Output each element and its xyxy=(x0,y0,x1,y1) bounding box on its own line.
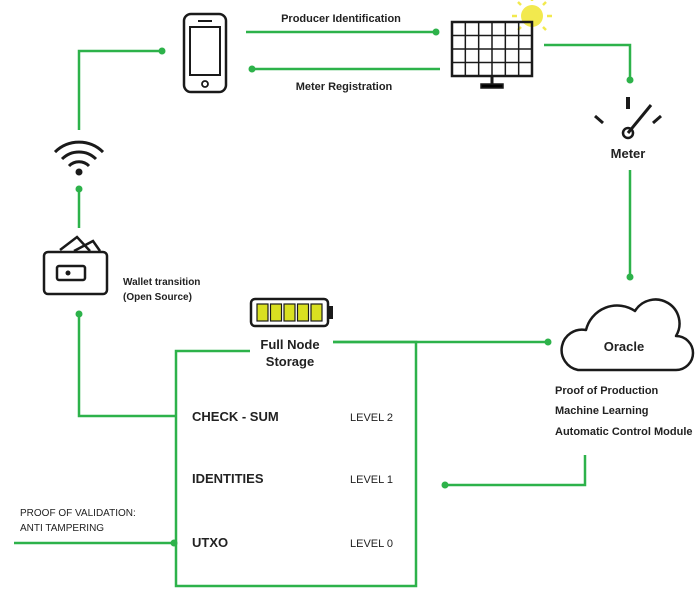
label-wallet-line2: (Open Source) xyxy=(123,292,192,303)
connector-dot xyxy=(441,481,449,489)
level-number-2: LEVEL 2 xyxy=(350,412,393,424)
label-validation-line1: PROOF OF VALIDATION: xyxy=(20,508,136,519)
label-meter: Meter xyxy=(611,146,646,161)
label-oracle: Oracle xyxy=(604,339,644,354)
connector-dot xyxy=(544,338,552,346)
label-wallet-line1: Wallet transition xyxy=(123,277,200,288)
connector-dot xyxy=(626,76,634,84)
oracle-feature-proof: Proof of Production xyxy=(555,385,659,397)
connectors xyxy=(14,28,634,588)
battery-icon xyxy=(249,297,333,328)
sun-icon xyxy=(512,0,552,31)
connector-dot xyxy=(248,65,256,73)
level-number-1: LEVEL 1 xyxy=(350,474,393,486)
smartphone-icon xyxy=(182,12,228,94)
connector-panel-to-meter xyxy=(544,43,632,80)
storage-box-outline xyxy=(174,340,418,588)
connector-dot xyxy=(75,185,83,193)
level-name-checksum: CHECK - SUM xyxy=(192,409,279,424)
connector-dot xyxy=(75,310,83,318)
connector-dot xyxy=(432,28,440,36)
label-producer-identification: Producer Identification xyxy=(281,13,401,25)
oracle-feature-control: Automatic Control Module xyxy=(555,426,693,438)
battery-cell xyxy=(310,303,323,322)
battery-cell xyxy=(269,303,283,322)
label-validation-line2: ANTI TAMPERING xyxy=(20,523,104,534)
oracle-feature-ml: Machine Learning xyxy=(555,405,649,417)
battery-cell xyxy=(296,303,310,322)
level-name-identities: IDENTITIES xyxy=(192,471,264,486)
connector-checksum-to-wallet xyxy=(77,314,176,418)
wallet-icon xyxy=(42,235,109,296)
connector-dot xyxy=(158,47,166,55)
connector-dot xyxy=(170,539,178,547)
label-meter-registration: Meter Registration xyxy=(296,81,393,93)
label-full-node-line2: Storage xyxy=(266,354,314,369)
level-number-0: LEVEL 0 xyxy=(350,538,393,550)
battery-cell xyxy=(256,303,269,322)
level-name-utxo: UTXO xyxy=(192,535,228,550)
cloud-icon xyxy=(560,298,695,372)
connector-wifi-to-phone xyxy=(77,49,162,130)
battery-cell xyxy=(283,303,296,322)
meter-gauge-icon xyxy=(594,97,662,140)
connector-oracle-to-level1 xyxy=(445,455,587,487)
label-full-node-line1: Full Node xyxy=(260,337,319,352)
connector-dot xyxy=(626,273,634,281)
solar-panel-icon xyxy=(450,20,534,89)
wifi-icon xyxy=(53,140,105,176)
